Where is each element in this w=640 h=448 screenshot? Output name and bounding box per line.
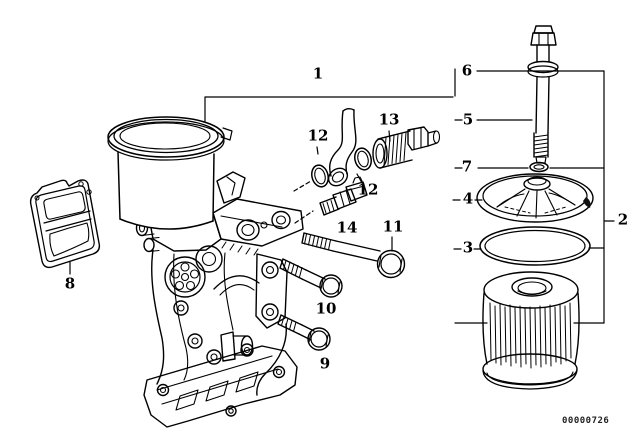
callout-7: 7: [461, 157, 473, 176]
callout-8: 8: [64, 274, 76, 293]
oil-pressure-switch: [320, 177, 367, 215]
oring-12-right: [352, 146, 373, 171]
callout-13: 13: [378, 110, 400, 129]
filter-bracket-assembly: [137, 172, 304, 427]
callout-9: 9: [319, 354, 331, 373]
callout-14: 14: [336, 218, 358, 237]
callout-4: 4: [462, 189, 474, 208]
diagram-number: 00000726: [562, 416, 610, 426]
bolt-9: [278, 315, 330, 350]
gasket: [31, 180, 100, 267]
callout-2: 2: [617, 210, 629, 229]
return-pipe-elbow: [325, 109, 356, 190]
callout-10: 10: [315, 299, 337, 318]
oring-12-left: [309, 163, 330, 188]
oring-3: [480, 227, 590, 265]
washer-7: [530, 163, 548, 172]
center-bolt: [528, 26, 558, 163]
callout-1: 1: [312, 64, 324, 83]
callout-5: 5: [462, 110, 474, 129]
filter-housing-cup: [108, 117, 232, 229]
callout-3: 3: [462, 238, 474, 257]
long-bolt: [302, 233, 405, 278]
cover-plate: [477, 174, 593, 222]
threaded-fitting: [373, 127, 440, 168]
callout-12-right: 12: [357, 180, 379, 199]
callout-leader-lines: [70, 69, 614, 323]
callout-11: 11: [382, 217, 404, 236]
callout-12-left: 12: [307, 126, 329, 145]
filter-cartridge: [483, 272, 579, 389]
callout-6: 6: [461, 61, 473, 80]
bolt-10: [280, 259, 342, 297]
